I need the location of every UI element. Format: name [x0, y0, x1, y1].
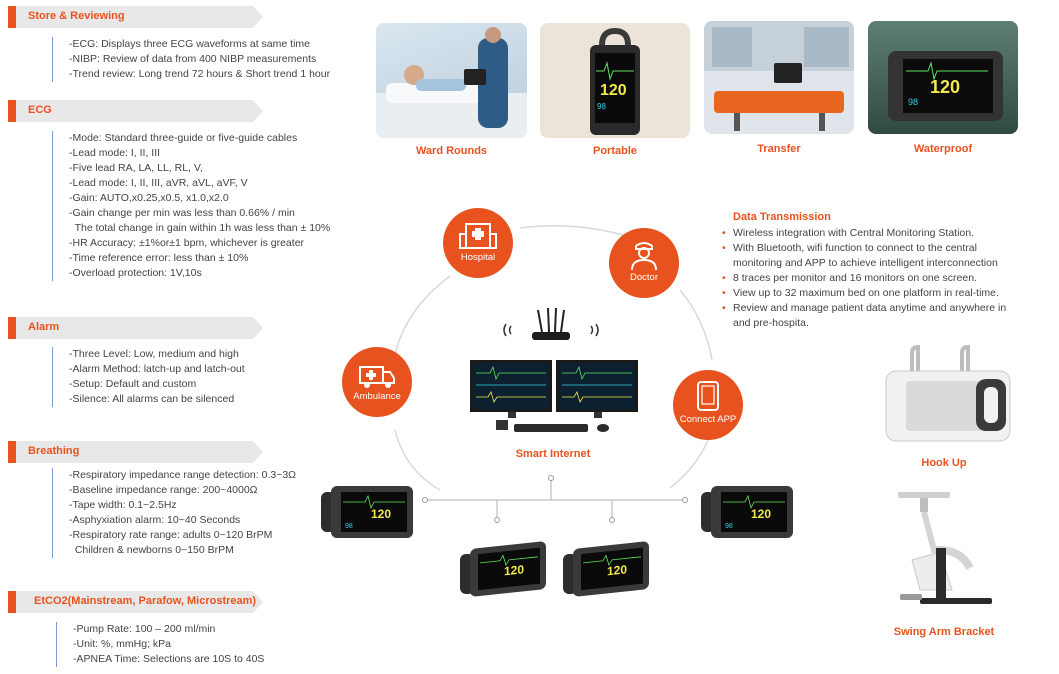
- photo-waterproof: 120 98: [868, 21, 1018, 134]
- spec-line: -Trend review: Long trend 72 hours & Sho…: [69, 68, 331, 80]
- spec-line: -Gain: AUTO,x0.25,x0.5, x1.0,x2.0: [69, 192, 229, 204]
- section-title: EtCO2(Mainstream, Parafow, Microstream): [34, 595, 257, 607]
- monitor-device: 120: [563, 541, 649, 597]
- caption-waterproof: Waterproof: [913, 143, 973, 155]
- spec-line: -Unit: %, mmHg; kPa: [73, 638, 172, 650]
- section-header-ecg: ECG: [8, 100, 263, 122]
- spec-line: -ECG: Displays three ECG waveforms at sa…: [69, 38, 310, 50]
- section-body-ecg: -Mode: Standard three-guide or five-guid…: [52, 131, 330, 281]
- photo-ward-rounds: [376, 23, 527, 138]
- photo-portable: 120 98: [540, 23, 690, 138]
- spec-line: -Lead mode: I, II, III, aVR, aVL, aVF, V: [69, 177, 248, 189]
- spec-line: -Respiratory rate range: adults 0~120 Br…: [69, 529, 273, 541]
- doctor-icon: [631, 242, 657, 270]
- spec-line: -NIBP: Review of data from 400 NIBP meas…: [69, 53, 317, 65]
- spec-line: -Baseline impedance range: 200~4000Ω: [69, 484, 258, 496]
- spec-line: The total change in gain within 1h was l…: [69, 222, 331, 234]
- node-label: Doctor: [630, 272, 658, 283]
- caption-hook-up: Hook Up: [921, 457, 967, 469]
- hospital-icon: [459, 223, 497, 249]
- spec-line: -HR Accuracy: ±1%or±1 bpm, whichever is …: [69, 237, 305, 249]
- section-body-breathing: -Respiratory impedance range detection: …: [52, 468, 296, 558]
- section-body-etco2: -Pump Rate: 100 – 200 ml/min -Unit: %, m…: [56, 622, 264, 667]
- caption-transfer: Transfer: [757, 143, 801, 155]
- section-title: ECG: [28, 104, 52, 116]
- spec-line: -Overload protection: 1V,10s: [69, 267, 202, 279]
- ambulance-icon: [359, 366, 395, 388]
- monitor-device: 120 98: [321, 486, 413, 538]
- central-station-icon: [470, 360, 638, 432]
- node-hospital: Hospital: [443, 208, 513, 278]
- spec-line: -Time reference error: less than ± 10%: [69, 252, 249, 264]
- section-header-store: Store & Reviewing: [8, 6, 263, 28]
- spec-line: -Gain change per min was less than 0.66%…: [69, 207, 295, 219]
- spec-line: -Pump Rate: 100 – 200 ml/min: [73, 623, 216, 635]
- monitor-device: 120 98: [701, 486, 793, 538]
- spec-line: -Respiratory impedance range detection: …: [69, 469, 297, 481]
- section-header-etco2: EtCO2(Mainstream, Parafow, Microstream): [8, 591, 263, 613]
- spec-line: -Alarm Method: latch-up and latch-out: [69, 363, 245, 375]
- list-item: Review and manage patient data anytime a…: [722, 301, 1022, 331]
- spec-line: -Setup: Default and custom: [69, 378, 197, 390]
- spec-line: Children & newborns 0~150 BrPM: [69, 544, 234, 556]
- caption-swing-arm-bracket: Swing Arm Bracket: [893, 626, 995, 638]
- caption-ward-rounds: Ward Rounds: [415, 145, 488, 157]
- router-icon: [503, 307, 599, 340]
- monitor-hr: 120: [504, 562, 524, 578]
- monitor-hr: 120: [371, 507, 391, 521]
- section-title: Breathing: [28, 445, 80, 457]
- spec-line: -Tape width: 0.1~2.5Hz: [69, 499, 177, 511]
- section-body-store: -ECG: Displays three ECG waveforms at sa…: [52, 37, 330, 82]
- node-label: Connect APP: [679, 414, 737, 425]
- caption-portable: Portable: [592, 145, 637, 157]
- monitor-device: 120: [460, 541, 546, 597]
- section-header-breathing: Breathing: [8, 441, 263, 463]
- data-transmission-title: Data Transmission: [733, 211, 831, 223]
- spec-line: -Three Level: Low, medium and high: [69, 348, 239, 360]
- svg-text:98: 98: [908, 97, 918, 107]
- monitor-hr: 120: [607, 562, 627, 578]
- node-doctor: Doctor: [609, 228, 679, 298]
- section-header-alarm: Alarm: [8, 317, 263, 339]
- section-body-alarm: -Three Level: Low, medium and high -Alar…: [52, 347, 245, 407]
- list-item: With Bluetooth, wifi function to connect…: [722, 241, 1022, 271]
- spec-line: -Asphyxiation alarm: 10~40 Seconds: [69, 514, 241, 526]
- node-connect-app: Connect APP: [673, 370, 743, 440]
- photo-transfer: [704, 21, 854, 134]
- spec-line: -Mode: Standard three-guide or five-guid…: [69, 132, 298, 144]
- node-label: Ambulance: [353, 391, 401, 402]
- spec-line: -APNEA Time: Selections are 10S to 40S: [73, 653, 265, 665]
- spec-line: -Silence: All alarms can be silenced: [69, 393, 235, 405]
- monitor-hr: 120: [751, 507, 771, 521]
- list-item: View up to 32 maximum bed on one platfor…: [722, 286, 1022, 301]
- tablet-icon: [697, 381, 719, 411]
- node-label: Hospital: [460, 252, 496, 263]
- smart-internet-label: Smart Internet: [515, 448, 591, 460]
- spec-line: -Lead mode: I, II, III: [69, 147, 161, 159]
- svg-text:120: 120: [600, 82, 627, 99]
- svg-text:98: 98: [597, 102, 606, 111]
- monitor-spo2: 98: [725, 523, 733, 530]
- spec-line: -Five lead RA, LA, LL, RL, V,: [69, 162, 203, 174]
- hook-up-image: [885, 345, 1011, 442]
- swing-arm-bracket-image: [898, 492, 992, 604]
- node-ambulance: Ambulance: [342, 347, 412, 417]
- section-title: Alarm: [28, 321, 60, 333]
- list-item: 8 traces per monitor and 16 monitors on …: [722, 271, 1022, 286]
- list-item: Wireless integration with Central Monito…: [722, 226, 1022, 241]
- data-transmission-list: Wireless integration with Central Monito…: [722, 226, 1022, 331]
- svg-text:120: 120: [930, 77, 960, 97]
- section-title: Store & Reviewing: [28, 10, 125, 22]
- monitor-spo2: 98: [345, 523, 353, 530]
